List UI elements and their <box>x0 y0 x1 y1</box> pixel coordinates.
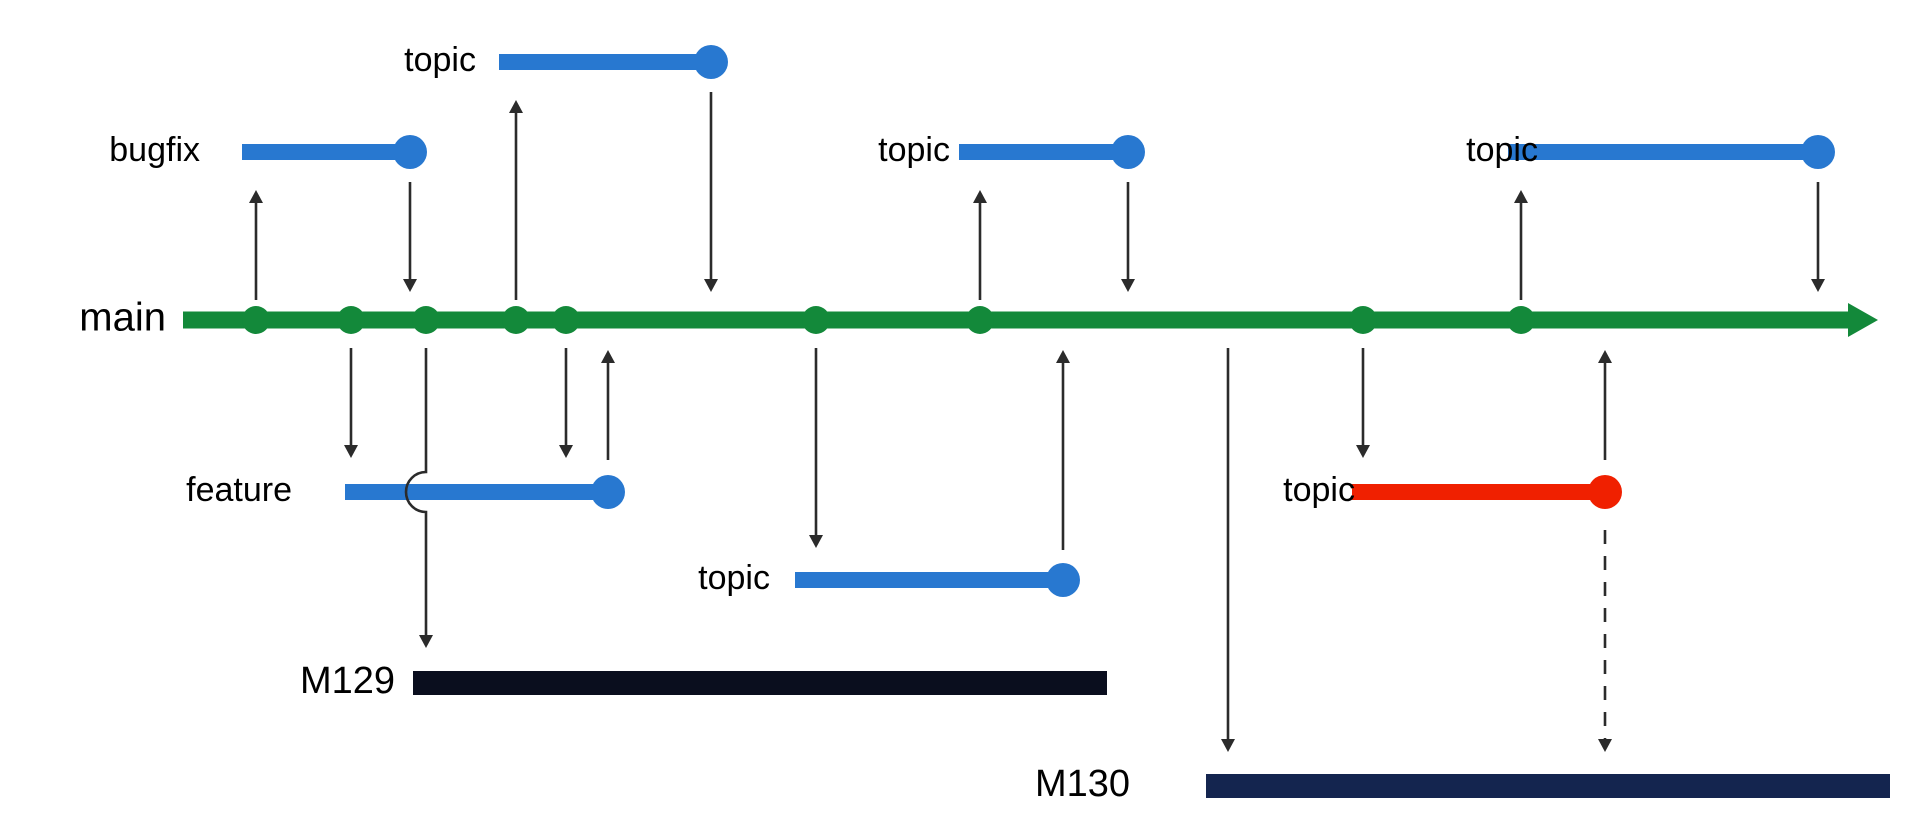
branch-line-topic-lower <box>795 572 1063 588</box>
branch-label-feature: feature <box>186 471 292 509</box>
arrow-main-to-topic-lower-head <box>809 535 823 548</box>
arrow-revert-to-m130-head <box>1598 739 1612 752</box>
main-commit-dot-4[interactable] <box>502 306 530 334</box>
arrow-main-to-topic-revert-head <box>1356 445 1370 458</box>
main-commit-dot-7[interactable] <box>966 306 994 334</box>
branch-line-topic-revert <box>1352 484 1605 500</box>
arrow-main-to-m129-shaft <box>404 348 428 635</box>
milestone-label-m129: M129 <box>300 660 395 702</box>
milestone-bar-m130 <box>1206 774 1890 798</box>
branch-label-topic-lower: topic <box>698 559 770 597</box>
arrow-revert-to-main-head <box>1598 350 1612 363</box>
milestone-label-m130: M130 <box>1035 763 1130 805</box>
branch-tip-dot-feature[interactable] <box>591 475 625 509</box>
main-commit-dot-8[interactable] <box>1349 306 1377 334</box>
main-branch-label: main <box>79 296 166 340</box>
arrow-main-to-feature-2-head <box>559 445 573 458</box>
main-branch-line <box>183 303 1878 337</box>
arrow-feature-to-main-head <box>601 350 615 363</box>
arrow-main-to-m129-head <box>419 635 433 648</box>
branch-line-topic-top <box>499 54 711 70</box>
main-commit-dot-6[interactable] <box>802 306 830 334</box>
branch-line-topic-right <box>1508 144 1818 160</box>
branch-tip-dot-topic-right[interactable] <box>1801 135 1835 169</box>
main-commit-dot-9[interactable] <box>1507 306 1535 334</box>
branch-tip-dot-topic-top[interactable] <box>694 45 728 79</box>
branch-label-topic-top: topic <box>404 41 476 79</box>
arrow-topic-right-to-main-head <box>1811 279 1825 292</box>
main-commit-dot-2[interactable] <box>337 306 365 334</box>
arrow-main-to-bugfix-head <box>249 190 263 203</box>
arrow-main-to-topic-mid-head <box>973 190 987 203</box>
branch-line-feature <box>345 484 608 500</box>
branch-label-bugfix: bugfix <box>109 131 200 169</box>
arrow-main-to-topic-right-head <box>1514 190 1528 203</box>
arrow-main-to-topic-top-head <box>509 100 523 113</box>
arrow-topic-top-to-main-head <box>704 279 718 292</box>
branch-tip-dot-topic-mid[interactable] <box>1111 135 1145 169</box>
branch-label-topic-mid: topic <box>878 131 950 169</box>
arrow-main-to-feature-head <box>344 445 358 458</box>
branch-line-bugfix <box>242 144 410 160</box>
branch-label-topic-revert: topic <box>1283 471 1355 509</box>
branch-line-topic-mid <box>959 144 1128 160</box>
branch-tip-dot-bugfix[interactable] <box>393 135 427 169</box>
main-commit-dot-1[interactable] <box>242 306 270 334</box>
branch-tip-dot-topic-revert[interactable] <box>1588 475 1622 509</box>
arrow-topic-mid-to-main-head <box>1121 279 1135 292</box>
main-commit-dot-5[interactable] <box>552 306 580 334</box>
arrow-main-to-m130-head <box>1221 739 1235 752</box>
arrow-bugfix-to-main-head <box>403 279 417 292</box>
main-commit-dot-3[interactable] <box>412 306 440 334</box>
branch-label-topic-right: topic <box>1466 131 1538 169</box>
arrow-topic-lower-to-main-head <box>1056 350 1070 363</box>
milestone-bar-m129 <box>413 671 1107 695</box>
branch-tip-dot-topic-lower[interactable] <box>1046 563 1080 597</box>
